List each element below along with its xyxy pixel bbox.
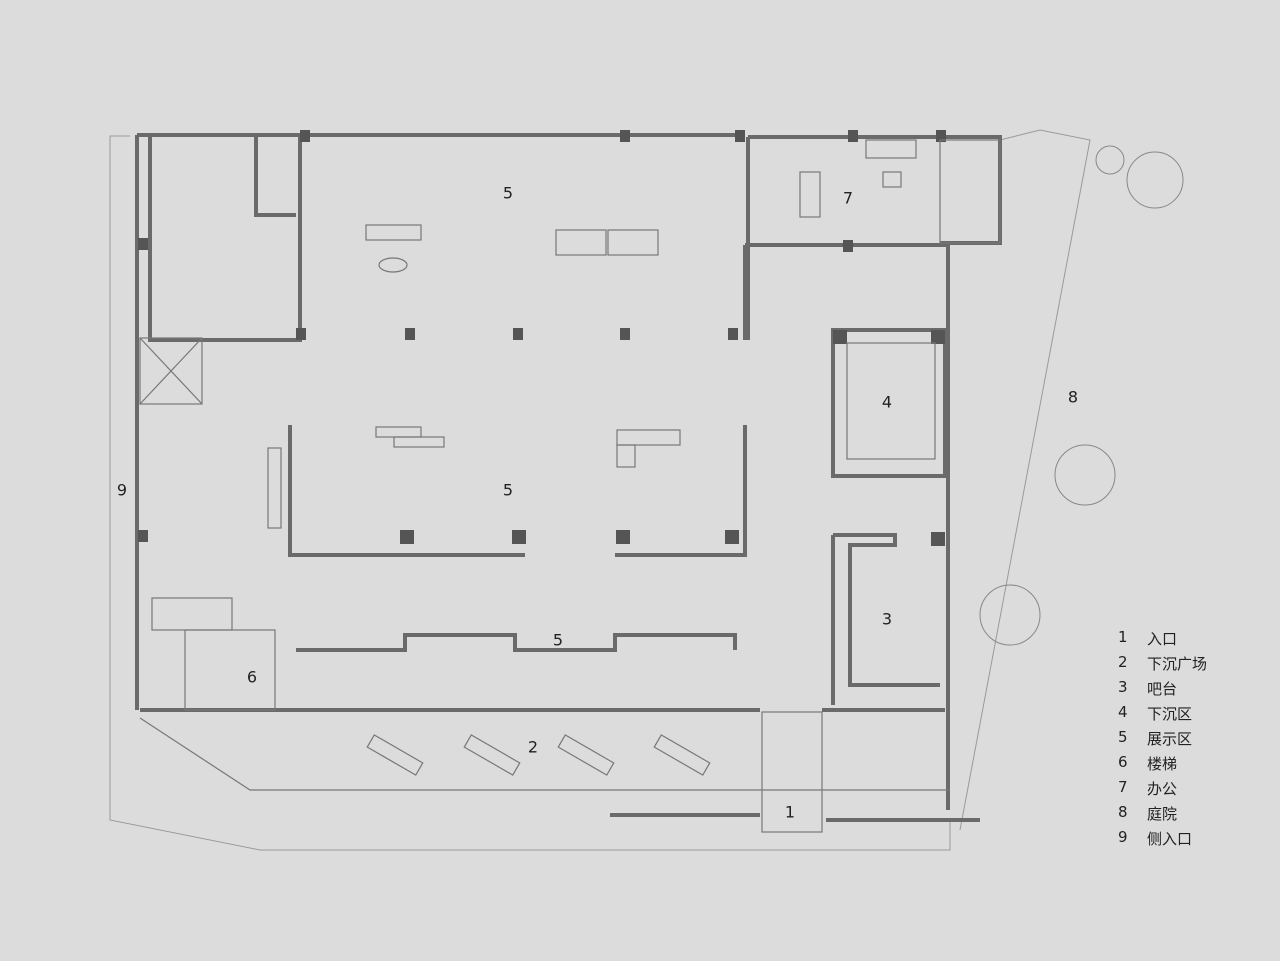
legend-item: 3 吧台	[1118, 678, 1207, 703]
legend-num: 3	[1118, 678, 1128, 696]
legend-text: 吧台	[1147, 680, 1178, 698]
label-office: 7	[842, 188, 854, 208]
legend-num: 6	[1118, 753, 1128, 771]
label-side-entrance: 9	[116, 480, 128, 500]
label-display-bottom: 5	[552, 630, 564, 650]
legend-text: 入口	[1147, 630, 1178, 648]
label-courtyard: 8	[1067, 387, 1079, 407]
legend-item: 4 下沉区	[1118, 703, 1207, 728]
label-entrance: 1	[784, 802, 796, 822]
label-stairs: 6	[246, 667, 258, 687]
legend-text: 侧入口	[1147, 830, 1193, 848]
legend-item: 7 办公	[1118, 778, 1207, 803]
legend-num: 7	[1118, 778, 1128, 796]
label-bar: 3	[881, 609, 893, 629]
furniture	[139, 139, 1001, 833]
legend-item: 2 下沉广场	[1118, 653, 1207, 678]
trees	[979, 145, 1184, 646]
label-display-middle: 5	[502, 480, 514, 500]
legend-item: 1 入口	[1118, 628, 1207, 653]
legend-num: 9	[1118, 828, 1128, 846]
label-sunken-area: 4	[881, 392, 893, 412]
legend-text: 下沉广场	[1147, 655, 1208, 673]
legend-num: 2	[1118, 653, 1128, 671]
legend-text: 楼梯	[1147, 755, 1178, 773]
legend-text: 办公	[1147, 780, 1178, 798]
legend-text: 庭院	[1147, 805, 1178, 823]
legend-text: 下沉区	[1147, 705, 1193, 723]
label-sunken-plaza: 2	[527, 737, 539, 757]
legend-item: 5 展示区	[1118, 728, 1207, 753]
legend-item: 8 庭院	[1118, 803, 1207, 828]
legend-num: 5	[1118, 728, 1128, 746]
site-boundary	[109, 129, 1091, 851]
legend-num: 8	[1118, 803, 1128, 821]
legend-num: 4	[1118, 703, 1128, 721]
legend-text: 展示区	[1147, 730, 1193, 748]
legend: 1 入口 2 下沉广场 3 吧台 4 下沉区 5 展示区 6 楼梯 7 办公 8 庭院 9 侧入口	[1118, 628, 1207, 853]
label-display-top: 5	[502, 183, 514, 203]
columns	[138, 130, 946, 546]
walls	[135, 133, 1002, 822]
legend-num: 1	[1118, 628, 1128, 646]
legend-item: 6 楼梯	[1118, 753, 1207, 778]
legend-item: 9 侧入口	[1118, 828, 1207, 853]
